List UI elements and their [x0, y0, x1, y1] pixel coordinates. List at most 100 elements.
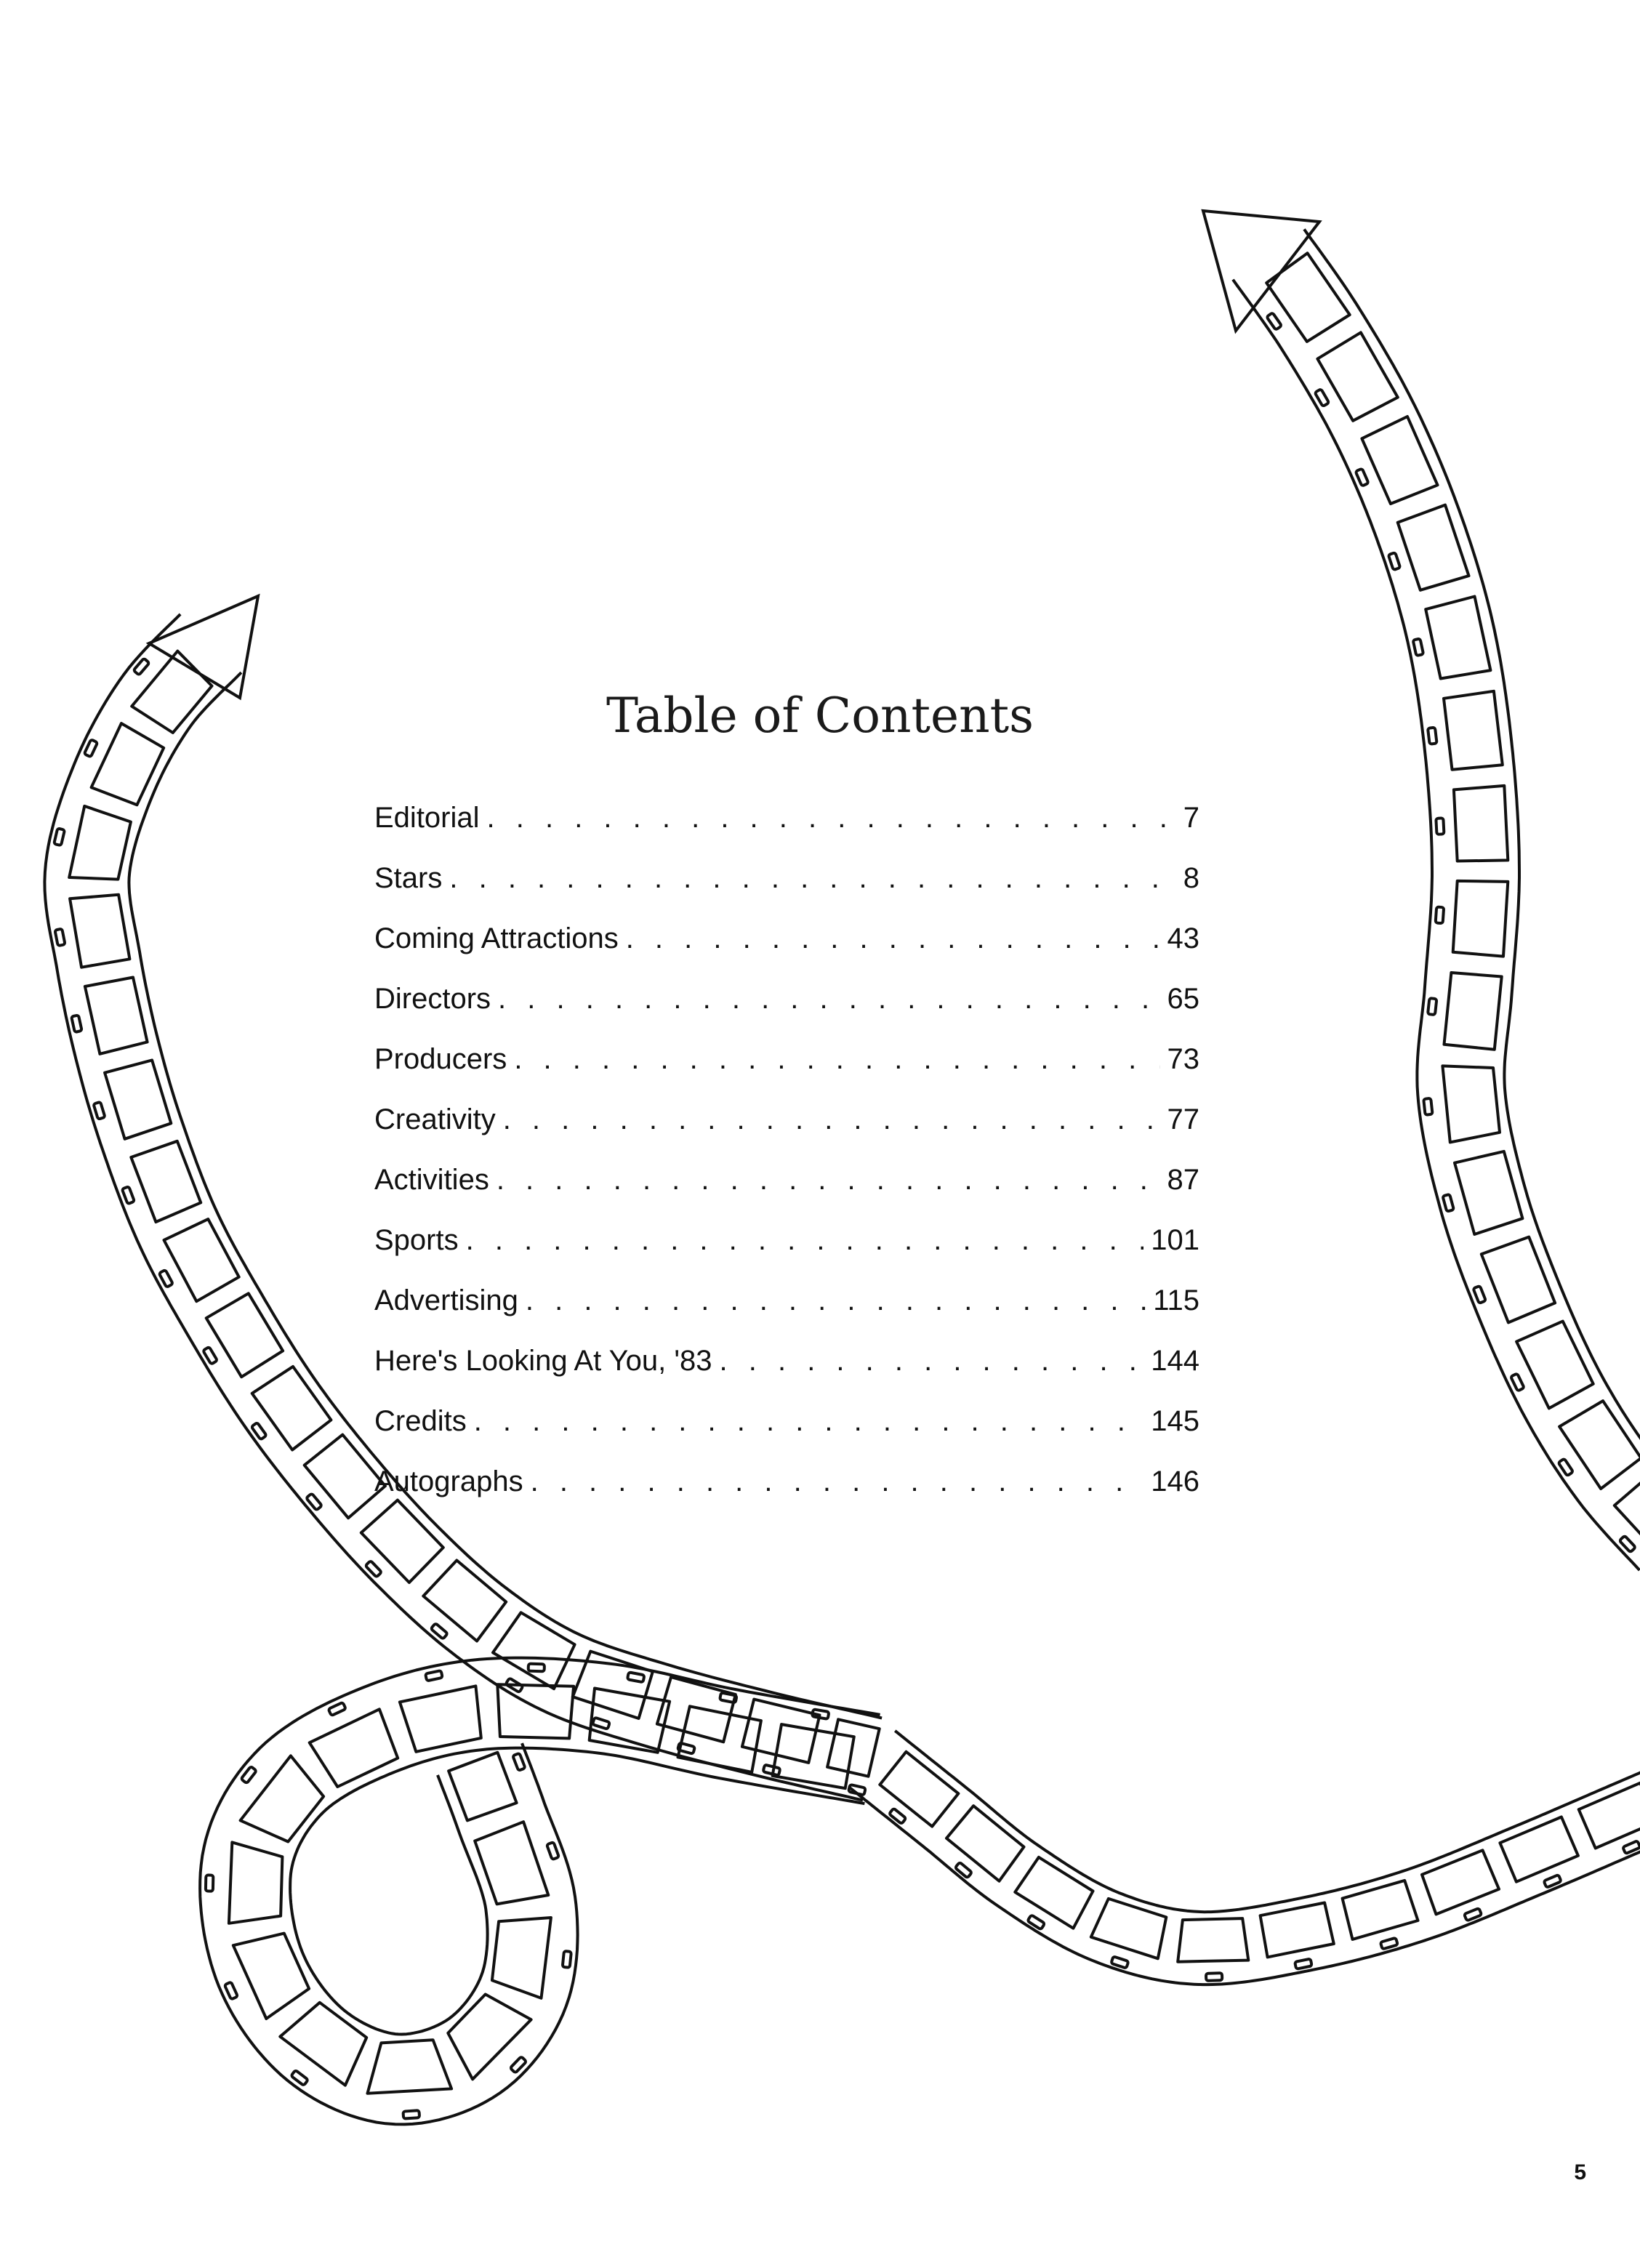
- page-title: Table of Contents: [606, 688, 1034, 744]
- film-sprocket-hole: [1543, 1873, 1562, 1889]
- toc-entry[interactable]: Stars 8: [374, 856, 1199, 917]
- toc-leader-dots: [526, 1279, 1146, 1322]
- toc-entry-page: 7: [1183, 802, 1199, 834]
- toc-entry-page: 144: [1151, 1345, 1199, 1377]
- film-frame: [878, 1750, 960, 1828]
- film-sprocket-hole: [591, 1716, 611, 1731]
- film-frame: [68, 804, 132, 881]
- toc-entry-label: Sports: [374, 1224, 459, 1256]
- toc-entry[interactable]: Advertising 115: [374, 1279, 1199, 1339]
- toc-entry[interactable]: Activities 87: [374, 1158, 1199, 1218]
- film-frame: [1515, 1319, 1595, 1410]
- film-frame: [1453, 1149, 1524, 1236]
- film-frame: [1258, 1901, 1335, 1959]
- film-frame: [945, 1804, 1026, 1883]
- film-sprocket-hole: [83, 739, 99, 758]
- toc-entry-page: 43: [1167, 922, 1200, 954]
- toc-entry-page: 73: [1167, 1043, 1200, 1075]
- film-strip-edge: [848, 1786, 1640, 1987]
- film-frame: [1396, 503, 1471, 592]
- film-frame: [1265, 252, 1351, 343]
- film-frame: [83, 976, 149, 1055]
- film-sprocket-hole: [1387, 551, 1402, 571]
- film-frame: [231, 1931, 311, 2020]
- film-sprocket-hole: [512, 1752, 526, 1772]
- toc-entry[interactable]: Credits 145: [374, 1399, 1199, 1460]
- film-frame: [771, 1723, 856, 1790]
- film-frame: [491, 1611, 576, 1691]
- film-strip-edge: [1303, 228, 1640, 1440]
- film-sprocket-hole: [626, 1670, 646, 1684]
- toc-entry[interactable]: Producers 73: [374, 1037, 1199, 1098]
- film-frame: [398, 1684, 483, 1753]
- film-sprocket-hole: [305, 1492, 323, 1511]
- toc-entry[interactable]: Editorial 7: [374, 796, 1199, 856]
- toc-entry[interactable]: Sports 101: [374, 1218, 1199, 1279]
- film-sprocket-hole: [1110, 1955, 1130, 1969]
- film-frame: [308, 1708, 400, 1788]
- film-frame: [278, 2000, 369, 2087]
- film-sprocket-hole: [510, 2056, 527, 2074]
- toc-leader-dots: [514, 1037, 1159, 1081]
- toc-entry-label: Creativity: [374, 1103, 496, 1135]
- film-sprocket-hole: [888, 1807, 907, 1825]
- film-sprocket-hole: [1293, 1958, 1314, 1971]
- film-strip-edge: [43, 613, 864, 1802]
- film-sprocket-hole: [1618, 1535, 1636, 1553]
- film-frame: [1441, 1064, 1501, 1144]
- film-frame: [740, 1697, 821, 1764]
- film-sprocket-hole: [1412, 638, 1425, 657]
- film-frame: [1340, 1878, 1420, 1941]
- toc-list: Editorial 7 Stars 8 Coming Attractions 4…: [374, 796, 1199, 1520]
- toc-leader-dots: [503, 1098, 1160, 1141]
- toc-entry[interactable]: Here's Looking At You, '83 144: [374, 1339, 1199, 1399]
- toc-entry-label: Credits: [374, 1405, 467, 1437]
- film-sprocket-hole: [561, 1950, 573, 1969]
- toc-entry[interactable]: Coming Attractions 43: [374, 917, 1199, 977]
- film-sprocket-hole: [204, 1873, 215, 1893]
- film-frame: [422, 1559, 508, 1643]
- toc-leader-dots: [720, 1339, 1144, 1383]
- toc-entry-page: 101: [1151, 1224, 1199, 1256]
- film-sprocket-hole: [1205, 1971, 1224, 1982]
- toc-entry[interactable]: Directors 65: [374, 977, 1199, 1037]
- film-sprocket-hole: [1314, 388, 1330, 408]
- film-frame: [1498, 1815, 1580, 1883]
- page-number: 5: [1574, 2160, 1586, 2184]
- film-frame: [238, 1754, 326, 1843]
- film-sprocket-hole: [53, 928, 67, 947]
- toc-leader-dots: [466, 1218, 1144, 1262]
- film-frame: [359, 1498, 445, 1584]
- film-sprocket-hole: [718, 1692, 739, 1704]
- film-sprocket-hole: [1426, 997, 1439, 1016]
- film-sprocket-hole: [52, 827, 66, 847]
- toc-entry-page: 65: [1167, 983, 1200, 1015]
- film-frame: [1442, 689, 1504, 771]
- toc-entry-label: Here's Looking At You, '83: [374, 1345, 712, 1377]
- film-sprocket-hole: [1026, 1914, 1046, 1931]
- film-strip-arrow-tips: [145, 209, 1322, 701]
- toc-leader-dots: [487, 796, 1176, 840]
- toc-entry-label: Activities: [374, 1164, 489, 1196]
- toc-entry-label: Advertising: [374, 1284, 518, 1316]
- film-frame: [1089, 1897, 1168, 1961]
- left-strip-arrow-tip: [145, 593, 260, 701]
- film-frame: [1558, 1399, 1640, 1490]
- toc-entry[interactable]: Autographs 146: [374, 1460, 1199, 1520]
- toc-leader-dots: [626, 917, 1160, 960]
- film-strip-edge: [893, 1729, 1640, 1914]
- film-sprocket-hole: [1472, 1284, 1487, 1305]
- film-sprocket-hole: [762, 1764, 781, 1777]
- film-frame: [1612, 1481, 1640, 1536]
- film-strip-edge: [198, 1656, 880, 2126]
- toc-leader-dots: [449, 856, 1175, 900]
- film-frame: [1479, 1235, 1557, 1324]
- film-frame: [227, 1841, 284, 1925]
- film-sprocket-hole: [430, 1622, 449, 1640]
- film-frame: [496, 1683, 576, 1740]
- toc-entry[interactable]: Creativity 77: [374, 1098, 1199, 1158]
- toc-entry-page: 87: [1167, 1164, 1200, 1196]
- film-frame: [89, 722, 166, 807]
- film-frame: [68, 893, 132, 969]
